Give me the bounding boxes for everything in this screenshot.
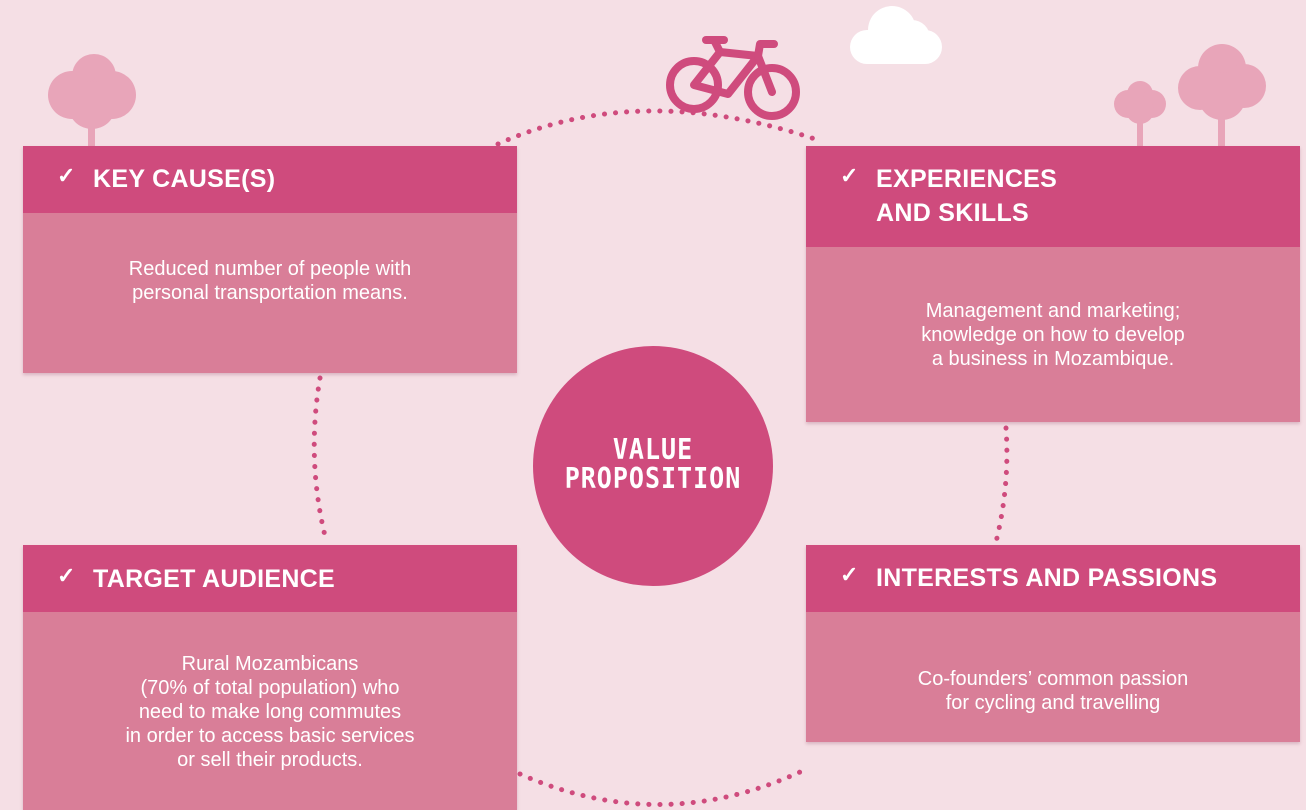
body-line: for cycling and travelling: [945, 692, 1161, 714]
cloud-icon: [850, 6, 942, 64]
body-line: personal transportation means.: [132, 282, 408, 304]
body-line: Management and marketing;: [925, 300, 1181, 322]
body-line: Rural Mozambicans: [181, 653, 359, 675]
card-interests-passions: ✓ INTERESTS AND PASSIONS Co-founders’ co…: [806, 545, 1300, 742]
card-target-audience: ✓ TARGET AUDIENCE Rural Mozambicans (70%…: [23, 545, 517, 810]
card-interests-header: ✓ INTERESTS AND PASSIONS: [806, 545, 1300, 612]
card-experiences-title-line1: EXPERIENCES: [876, 165, 1058, 193]
card-key-cause-body: Reduced number of people with personal t…: [23, 213, 517, 373]
value-proposition-line2: Proposition: [564, 461, 742, 496]
body-line: or sell their products.: [177, 749, 363, 771]
connector-right: [993, 425, 1010, 545]
connector-top-arc: [495, 108, 821, 147]
body-line: a business in Mozambique.: [931, 348, 1175, 370]
check-icon: ✓: [57, 163, 76, 188]
body-line: Co-founders’ common passion: [917, 668, 1189, 690]
body-line: in order to access basic services: [125, 725, 415, 747]
card-experiences-skills: ✓ EXPERIENCES AND SKILLS Management and …: [806, 146, 1300, 422]
body-line: Reduced number of people with: [128, 258, 412, 280]
body-line: knowledge on how to develop: [921, 324, 1185, 346]
bicycle-icon: [666, 36, 800, 120]
card-target-body: Rural Mozambicans (70% of total populati…: [23, 612, 517, 810]
card-interests-title: INTERESTS AND PASSIONS: [876, 564, 1218, 592]
connector-left: [311, 375, 329, 543]
card-key-cause-title: KEY CAUSE(S): [93, 165, 276, 193]
card-interests-body: Co-founders’ common passion for cycling …: [806, 612, 1300, 742]
value-proposition-circle: Value Proposition: [533, 346, 773, 586]
check-icon: ✓: [57, 563, 76, 588]
check-icon: ✓: [840, 163, 859, 188]
body-line: (70% of total population) who: [140, 677, 400, 699]
tree-icon: [1114, 81, 1166, 150]
card-key-cause-header: ✓ KEY CAUSE(S): [23, 146, 517, 213]
tree-icon: [1178, 44, 1266, 150]
card-target-title: TARGET AUDIENCE: [93, 565, 335, 593]
card-experiences-body: Management and marketing; knowledge on h…: [806, 247, 1300, 422]
body-line: need to make long commutes: [138, 701, 402, 723]
connector-bottom-arc: [517, 769, 803, 807]
value-proposition-line1: Value: [612, 432, 694, 467]
card-key-cause: ✓ KEY CAUSE(S) Reduced number of people …: [23, 146, 517, 373]
tree-icon: [48, 54, 136, 150]
card-experiences-header: ✓ EXPERIENCES AND SKILLS: [806, 146, 1300, 247]
card-target-header: ✓ TARGET AUDIENCE: [23, 545, 517, 612]
check-icon: ✓: [840, 562, 859, 587]
card-experiences-title-line2: AND SKILLS: [876, 199, 1029, 227]
